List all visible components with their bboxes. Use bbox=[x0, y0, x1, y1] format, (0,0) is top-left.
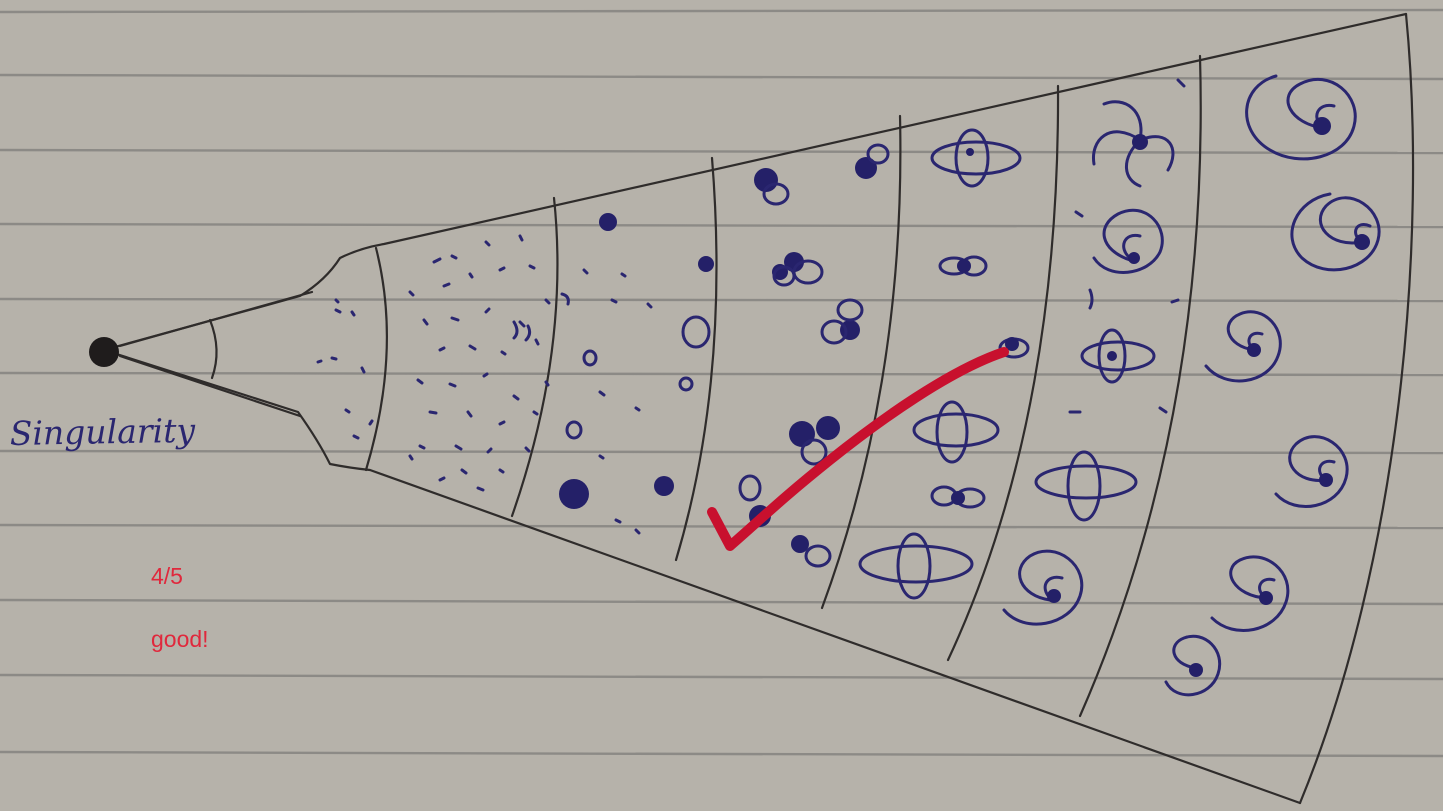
cone-lower-edge bbox=[104, 350, 1300, 803]
era-boundary bbox=[822, 116, 900, 608]
forming-galaxy-era bbox=[1004, 80, 1184, 624]
early-matter-era bbox=[559, 213, 714, 509]
galaxy-era bbox=[1166, 76, 1379, 695]
era-boundary bbox=[210, 320, 217, 378]
era-boundary bbox=[1080, 56, 1201, 716]
cone-inner-lower-edge bbox=[120, 356, 300, 416]
singularity-dot bbox=[89, 337, 119, 367]
clump-era-rings bbox=[740, 145, 888, 566]
check-mark-icon bbox=[712, 352, 1004, 546]
notebook-ruling bbox=[0, 10, 1443, 756]
galaxy-cores bbox=[1189, 117, 1370, 677]
grade-comment: good! bbox=[151, 628, 209, 651]
grade-score: 4/5 bbox=[151, 565, 183, 588]
era-boundary bbox=[366, 248, 387, 470]
cone-outline bbox=[104, 14, 1413, 803]
era-boundary bbox=[512, 198, 557, 516]
singularity-label: Singularity bbox=[9, 411, 195, 453]
era-boundary bbox=[676, 158, 717, 560]
